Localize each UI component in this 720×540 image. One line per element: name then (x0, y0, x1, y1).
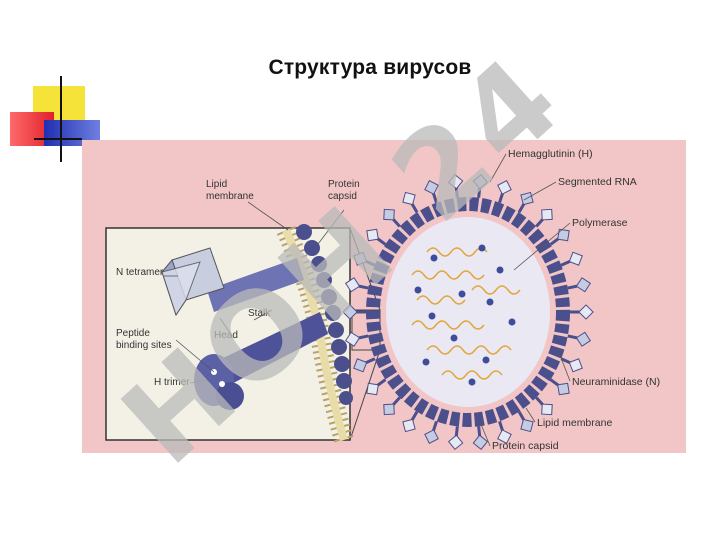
virion-capsid (366, 197, 570, 427)
connector-box (351, 309, 381, 351)
label-hemagglutinin: Hemagglutinin (H) (508, 148, 593, 160)
spike-head-hemagglutinin (568, 358, 583, 373)
h-trimer-spike (194, 312, 328, 410)
spike-head-hemagglutinin (541, 403, 553, 416)
corner-decoration (0, 72, 110, 162)
spike-head-hemagglutinin (578, 304, 594, 320)
label-head: Head (214, 330, 238, 341)
spike-head-neuraminidase (575, 277, 592, 293)
spike-head-hemagglutinin (541, 208, 553, 221)
spike-head-hemagglutinin (402, 191, 416, 206)
inset-capsid-beads (296, 224, 353, 405)
spike-head-hemagglutinin (366, 228, 379, 242)
slide-title: Структура вирусов (268, 56, 472, 79)
label-protein-capsid: Protein capsid (492, 440, 559, 452)
spike-head-neuraminidase (353, 358, 368, 373)
polymerase-dots (414, 244, 516, 386)
spike-head-neuraminidase (383, 208, 395, 221)
spike-head-hemagglutinin (447, 173, 464, 190)
spike-head-neuraminidase (353, 251, 368, 266)
virion-core (386, 217, 550, 407)
label-stalk: Stalk (248, 308, 271, 319)
spike-head-hemagglutinin (344, 331, 361, 347)
label-lipid-membrane: Lipid membrane (537, 417, 612, 429)
spike-head-hemagglutinin (497, 429, 512, 444)
spike-head-hemagglutinin (447, 434, 464, 451)
spike-head-neuraminidase (472, 173, 489, 190)
virion-spikes (342, 173, 594, 451)
spike-head-neuraminidase (424, 180, 439, 195)
virion (342, 173, 594, 451)
spike-head-neuraminidase (557, 228, 570, 242)
label-segmented-rna: Segmented RNA (558, 176, 637, 188)
n-tetramer-spike (161, 247, 304, 317)
spike-head-neuraminidase (383, 403, 395, 416)
deco-vertical-line (60, 76, 62, 162)
segmented-rna (411, 247, 521, 380)
spike-head-neuraminidase (342, 304, 358, 320)
spike-head-hemagglutinin (402, 418, 416, 433)
spike-head-neuraminidase (424, 429, 439, 444)
spike-head-neuraminidase (472, 434, 489, 451)
spike-head-hemagglutinin (366, 382, 379, 396)
spike-head-neuraminidase (520, 418, 534, 433)
spike-head-hemagglutinin (344, 277, 361, 293)
label-h-trimer: H trimer (154, 377, 190, 388)
spike-head-hemagglutinin (568, 251, 583, 266)
spike-head-neuraminidase (557, 382, 570, 396)
label-polymerase: Polymerase (572, 217, 628, 229)
deco-horizontal-line (34, 138, 82, 140)
label-neuraminidase: Neuraminidase (N) (572, 376, 660, 388)
label-n-tetramer: N tetramer (116, 267, 164, 278)
spike-head-hemagglutinin (497, 180, 512, 195)
spike-head-neuraminidase (575, 331, 592, 347)
